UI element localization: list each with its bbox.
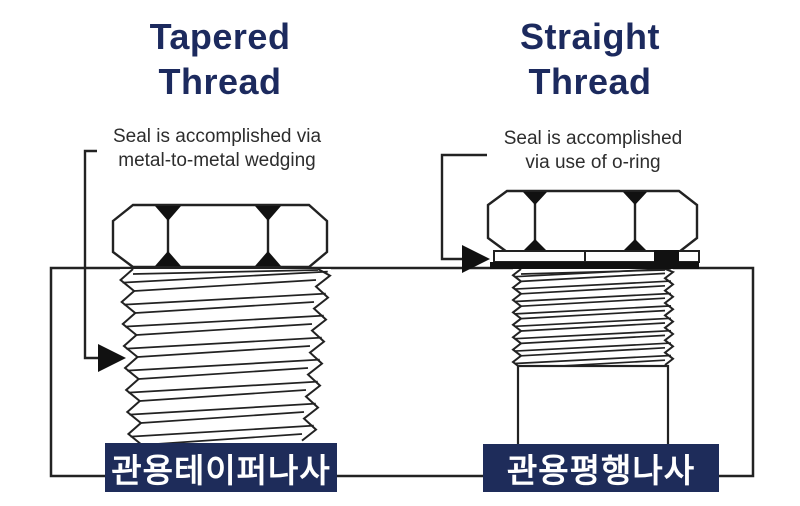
- left-hex-head: [111, 203, 329, 269]
- left-callout-line: [83, 149, 98, 360]
- left-callout-arrow-icon: [98, 344, 126, 372]
- left-annotation-line1: Seal is accomplished via: [112, 126, 322, 147]
- o-ring-section: [654, 250, 679, 262]
- left-title: Tapered Thread: [98, 14, 342, 104]
- right-shank: [516, 364, 670, 449]
- right-hex-outline: [486, 189, 699, 254]
- left-title-line2: Thread: [158, 61, 282, 102]
- left-tapered-threads: [119, 268, 332, 446]
- right-annotation: Seal is accomplished via use of o-ring: [468, 127, 718, 175]
- right-callout-arrow-icon: [462, 245, 490, 273]
- o-ring-washer: [490, 250, 700, 269]
- right-title: Straight Thread: [468, 14, 712, 104]
- right-annotation-line2: via use of o-ring: [525, 152, 661, 173]
- right-title-line2: Thread: [528, 61, 652, 102]
- right-hex-head: [486, 189, 699, 254]
- left-seal-callout: [83, 149, 126, 372]
- right-annotation-line1: Seal is accomplished: [503, 128, 683, 149]
- right-callout-line: [440, 153, 487, 261]
- left-title-line1: Tapered: [149, 16, 291, 57]
- seal-band: [490, 262, 699, 269]
- left-annotation: Seal is accomplished via metal-to-metal …: [92, 125, 342, 173]
- right-title-line1: Straight: [519, 16, 660, 57]
- right-seal-callout: [440, 153, 490, 273]
- left-korean-label: 관용테이퍼나사: [105, 443, 337, 492]
- right-hex-chamfer-shading: [523, 192, 647, 251]
- frame-outline: [49, 266, 755, 478]
- left-hex-chamfer-shading: [155, 206, 281, 266]
- right-straight-threads: [511, 267, 676, 370]
- left-hex-outline: [111, 203, 329, 269]
- right-korean-label: 관용평행나사: [483, 444, 719, 492]
- left-annotation-line2: metal-to-metal wedging: [118, 150, 316, 171]
